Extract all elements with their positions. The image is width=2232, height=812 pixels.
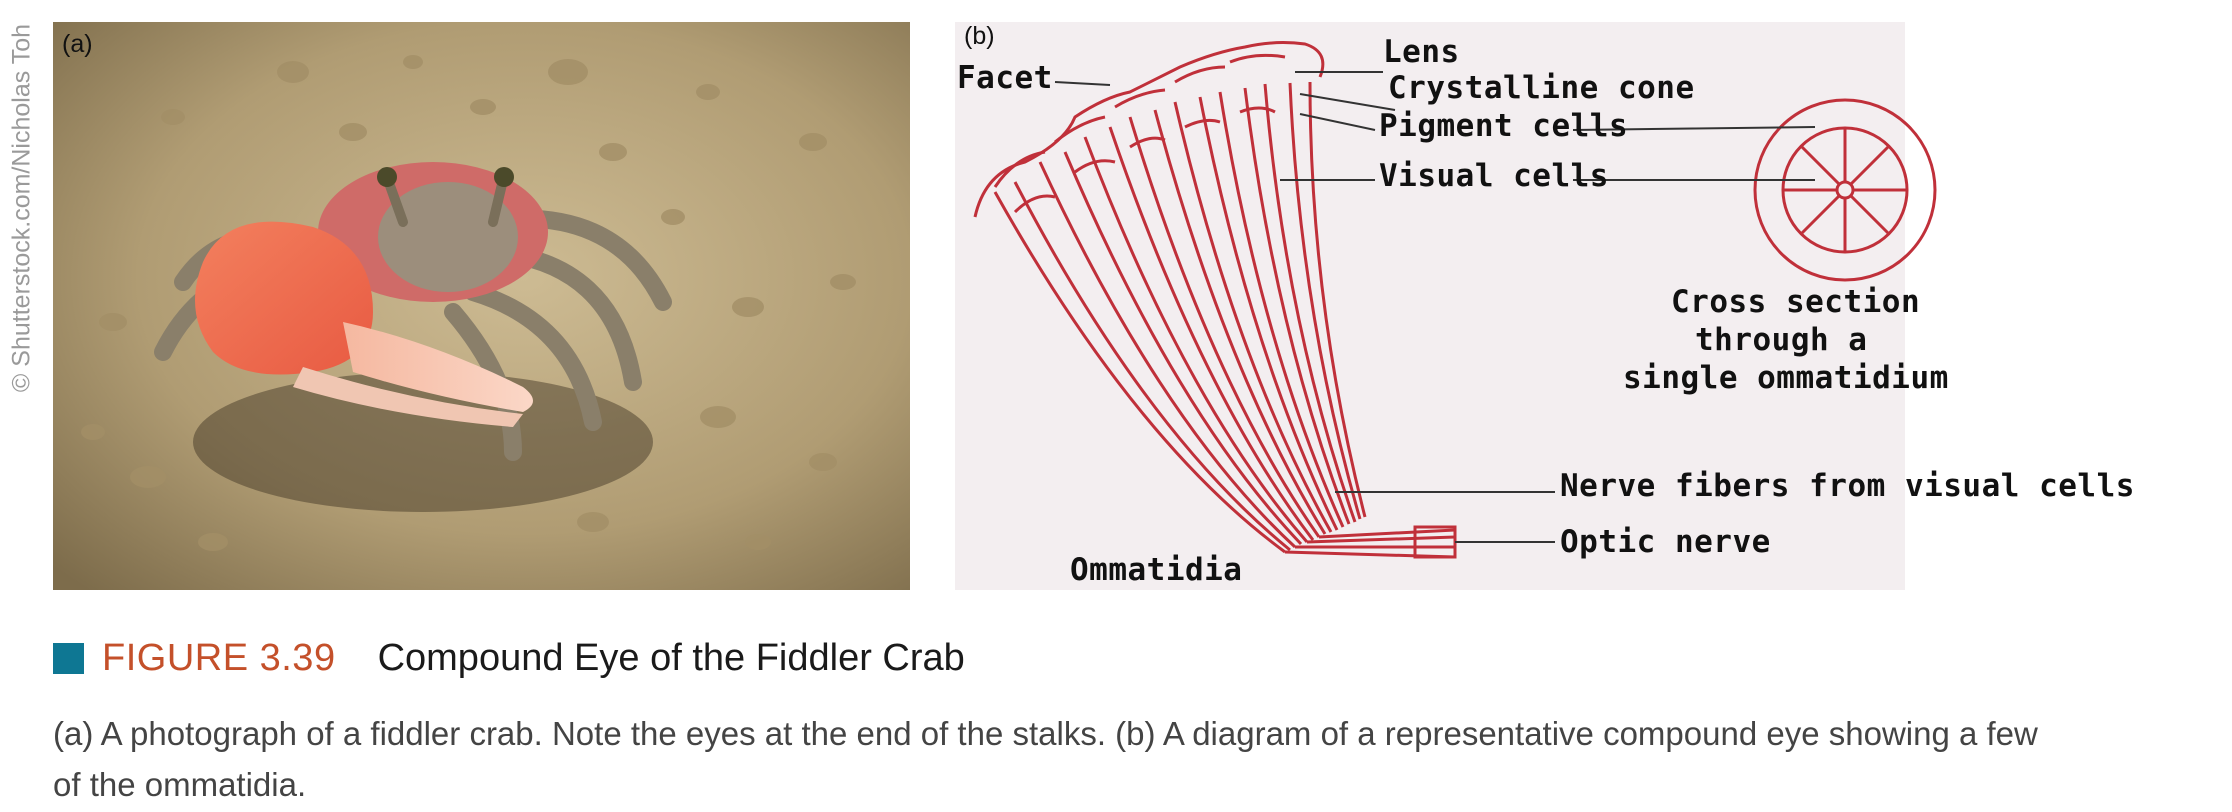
figure-number: FIGURE 3.39 <box>102 636 336 679</box>
photo-credit-text: © Shutterstock.com/Nicholas Toh <box>7 23 36 392</box>
label-visual-cells: Visual cells <box>1379 158 1609 194</box>
figure-title: Compound Eye of the Fiddler Crab <box>377 636 965 679</box>
label-cross-section-2: through a <box>1695 322 1868 358</box>
label-lens: Lens <box>1383 34 1460 70</box>
figure-caption: (a) A photograph of a fiddler crab. Note… <box>53 715 2038 803</box>
compound-eye-diagram: Facet Lens Crystalline cone Pigment cell… <box>955 22 2134 590</box>
figure-marker-square <box>53 642 84 674</box>
panel-b-label: (b) <box>964 22 995 50</box>
label-optic-nerve: Optic nerve <box>1560 524 1771 560</box>
photo-credit: © Shutterstock.com/Nicholas Toh <box>2 10 42 405</box>
figure-heading: FIGURE 3.39 Compound Eye of the Fiddler … <box>53 636 965 679</box>
label-nerve-fibers: Nerve fibers from visual cells <box>1560 468 2135 504</box>
label-ommatidia: Ommatidia <box>1070 552 1243 588</box>
label-cross-section-3: single ommatidium <box>1623 360 1949 396</box>
label-pigment-cells: Pigment cells <box>1379 108 1629 144</box>
label-crystalline-cone: Crystalline cone <box>1388 70 1695 106</box>
panel-a-label: (a) <box>62 30 93 58</box>
label-facet: Facet <box>957 60 1053 96</box>
label-cross-section-1: Cross section <box>1671 284 1921 320</box>
crab-photo <box>53 22 910 590</box>
